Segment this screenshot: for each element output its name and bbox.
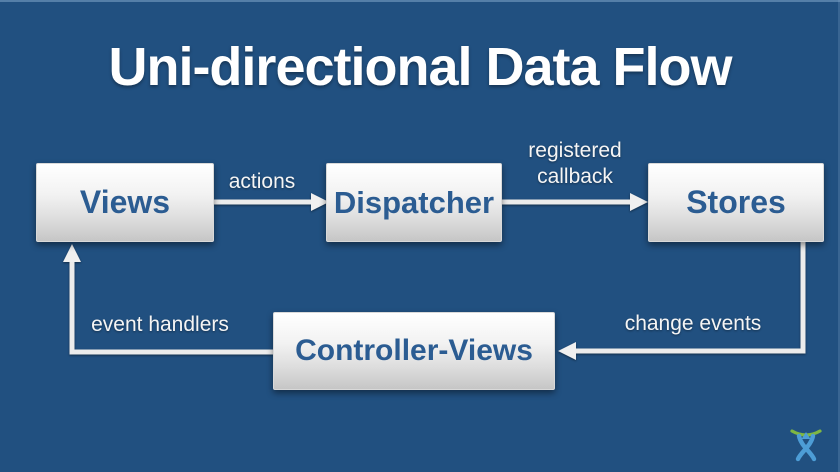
edge-label-registered-callback: registered callback [528, 139, 622, 189]
node-dispatcher: Dispatcher [326, 163, 502, 242]
edge-label-change-events: change events [624, 312, 762, 335]
slide-title: Uni-directional Data Flow [108, 37, 732, 97]
edge-label-event-handlers: event handlers [91, 313, 229, 336]
logo-figure-head [801, 432, 811, 439]
node-views: Views [36, 163, 214, 242]
node-stores: Stores [648, 163, 824, 242]
arrow-change-events [558, 242, 806, 360]
logo-figure-stroke [795, 433, 816, 462]
arrow-registered-callback [502, 193, 648, 211]
arrow-actions [214, 193, 329, 211]
edge-label-actions: actions [228, 170, 296, 193]
node-controller-views: Controller-Views [273, 312, 555, 390]
atlassian-logo [790, 429, 822, 462]
arrow-event-handlers [63, 244, 273, 355]
